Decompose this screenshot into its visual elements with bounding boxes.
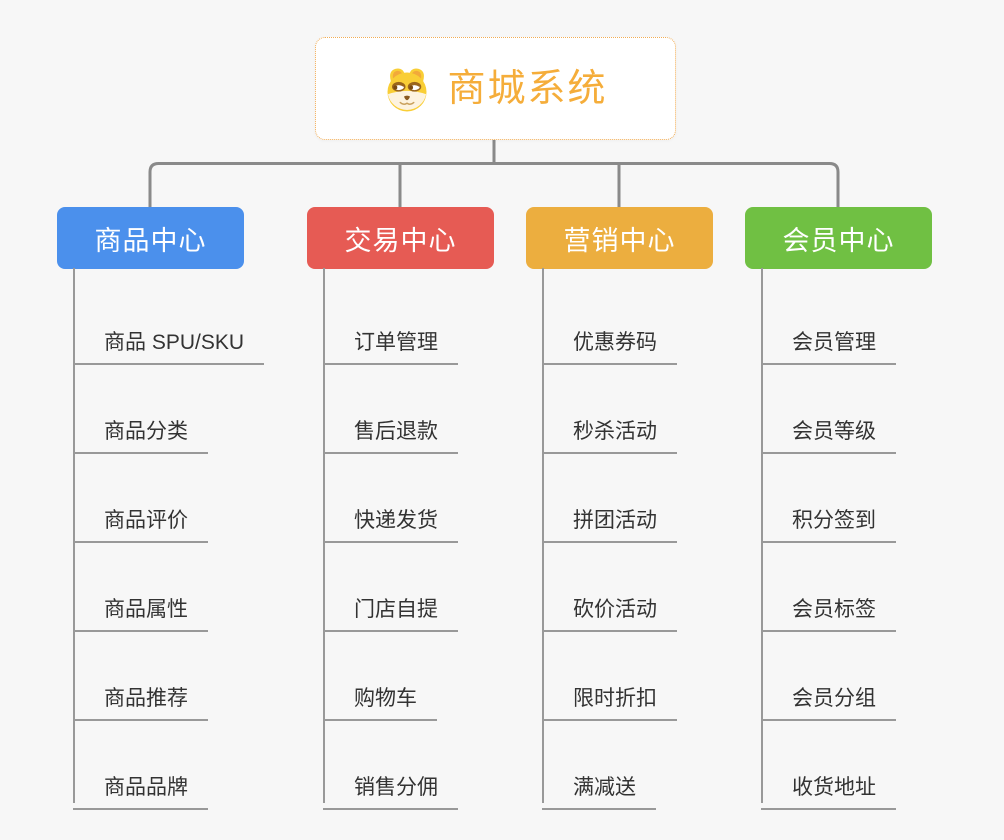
branch-node-trade-center[interactable]: 交易中心 [307, 207, 494, 269]
branch-node-marketing-center[interactable]: 营销中心 [526, 207, 713, 269]
branch-trunk-line [542, 268, 544, 803]
leaf-node[interactable]: 购物车 [323, 666, 437, 721]
leaf-node[interactable]: 商品推荐 [73, 666, 208, 721]
leaf-node[interactable]: 砍价活动 [542, 577, 677, 632]
root-node[interactable]: 商城系统 [315, 37, 676, 140]
leaf-node[interactable]: 会员管理 [761, 310, 896, 365]
leaf-node[interactable]: 商品 SPU/SKU [73, 310, 265, 365]
leaf-node[interactable]: 满减送 [542, 755, 656, 810]
branch-trunk-line [323, 268, 325, 803]
leaf-node[interactable]: 快递发货 [323, 488, 458, 543]
leaf-node[interactable]: 秒杀活动 [542, 399, 677, 454]
branch-trunk-line [73, 268, 75, 803]
leaf-node[interactable]: 商品品牌 [73, 755, 208, 810]
branch-trunk-line [761, 268, 763, 803]
leaf-node[interactable]: 拼团活动 [542, 488, 677, 543]
branch-node-member-center[interactable]: 会员中心 [745, 207, 932, 269]
leaf-node[interactable]: 商品评价 [73, 488, 208, 543]
dog-face-icon [387, 67, 427, 111]
leaf-node[interactable]: 商品属性 [73, 577, 208, 632]
leaf-node[interactable]: 门店自提 [323, 577, 458, 632]
leaf-node[interactable]: 优惠券码 [542, 310, 677, 365]
leaf-node[interactable]: 售后退款 [323, 399, 458, 454]
branch-node-product-center[interactable]: 商品中心 [57, 207, 244, 269]
leaf-node[interactable]: 收货地址 [761, 755, 896, 810]
leaf-node[interactable]: 限时折扣 [542, 666, 677, 721]
leaf-node[interactable]: 积分签到 [761, 488, 896, 543]
leaf-node[interactable]: 商品分类 [73, 399, 208, 454]
root-title: 商城系统 [447, 67, 608, 110]
leaf-node[interactable]: 会员分组 [761, 666, 896, 721]
leaf-node[interactable]: 销售分佣 [323, 755, 458, 810]
leaf-node[interactable]: 会员标签 [761, 577, 896, 632]
leaf-node[interactable]: 会员等级 [761, 399, 896, 454]
leaf-node[interactable]: 订单管理 [323, 310, 458, 365]
